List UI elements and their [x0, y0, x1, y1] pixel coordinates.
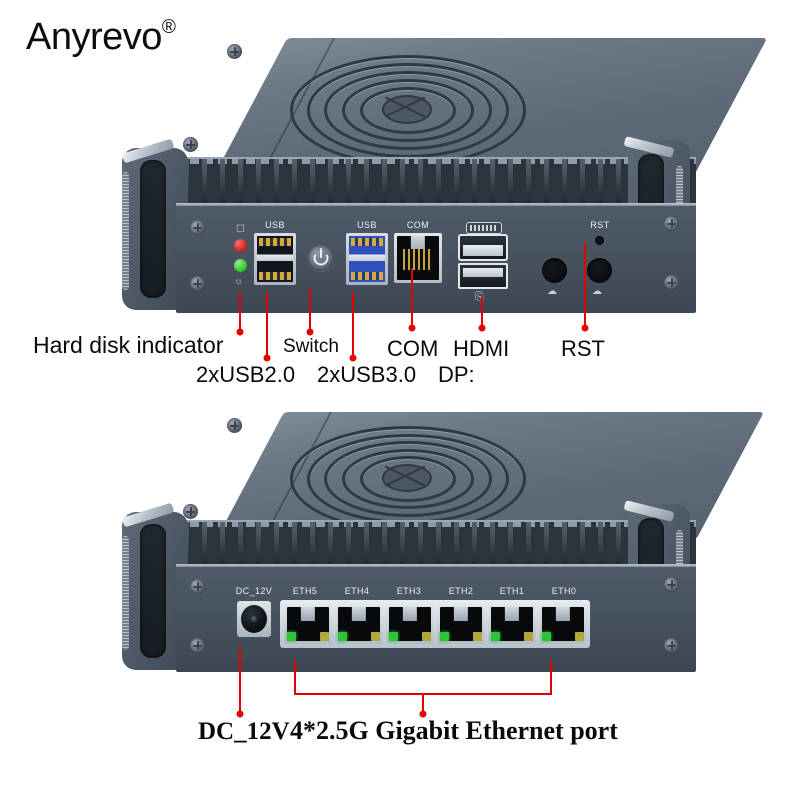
- screw-rear-bl: [190, 638, 205, 653]
- dc-power-jack: [237, 601, 271, 637]
- screw-face-tl: [190, 220, 205, 235]
- power-led: [234, 259, 247, 272]
- usb30-port-stack: [346, 233, 388, 285]
- screw-rear-br: [664, 638, 679, 653]
- callout-label-rst: RST: [561, 336, 605, 361]
- ethernet-port-bank: [280, 600, 590, 648]
- fan-grille: [290, 55, 526, 166]
- usb20-port-stack: [254, 233, 296, 285]
- heatsink-fins-rear: [176, 520, 696, 570]
- callout-label-hdmi: HDMI: [453, 336, 510, 361]
- wifi-antenna-hole-right: [587, 258, 612, 283]
- silk-label-eth0: ETH0: [551, 586, 577, 596]
- callout-label-usb30: 2xUSB3.0: [317, 362, 417, 387]
- callout-label-ethernet: 4*2.5G Gigabit Ethernet port: [290, 716, 618, 745]
- ethernet-port-eth0: [539, 604, 587, 644]
- knurl-left-rear: [122, 536, 129, 650]
- hdd-icon: ☐: [236, 224, 245, 235]
- left-side-vent: [140, 160, 166, 298]
- silk-label-eth2: ETH2: [448, 586, 474, 596]
- callout-line-switch: [309, 288, 311, 334]
- callout-label-com: COM: [387, 336, 439, 361]
- hdmi-port: [458, 234, 508, 261]
- callout-line-usb20: [266, 292, 268, 360]
- knurl-left: [122, 172, 129, 290]
- device-rear-view: DC_12V ETH5 ETH4 ETH3 ETH2 ETH1 ETH0: [100, 400, 765, 690]
- reset-pinhole[interactable]: [595, 236, 604, 245]
- silk-label-com: COM: [406, 220, 430, 230]
- callout-line-com: [411, 268, 413, 330]
- displayport-port: [458, 263, 508, 289]
- rear-face-plate: DC_12V ETH5 ETH4 ETH3 ETH2 ETH1 ETH0: [176, 564, 696, 672]
- ethernet-port-eth2: [437, 604, 485, 644]
- power-button[interactable]: [308, 245, 334, 271]
- front-face-plate: ☐ ☼ USB USB COM: [176, 203, 696, 313]
- callout-label-dp: DP:: [438, 362, 475, 387]
- callout-line-rst: [584, 243, 586, 331]
- bracket-center-stem: [422, 693, 424, 714]
- brand-logo: Anyrevo®: [26, 16, 176, 59]
- ethernet-port-eth4: [335, 604, 383, 644]
- wifi-antenna-hole-left: [542, 258, 567, 283]
- left-side-vent-rear: [140, 524, 166, 658]
- heatsink-fins: [176, 157, 696, 209]
- ethernet-port-eth1: [488, 604, 536, 644]
- callout-label-dc-12v: DC_12V: [198, 718, 290, 745]
- silk-label-usb30: USB: [357, 220, 377, 230]
- silk-label-dc: DC_12V: [235, 586, 273, 596]
- silk-label-eth1: ETH1: [499, 586, 525, 596]
- callout-label-usb20: 2xUSB2.0: [196, 362, 296, 387]
- callout-line-usb30: [352, 292, 354, 360]
- screw-lid-top-rear: [227, 418, 242, 433]
- brand-name: Anyrevo: [26, 16, 162, 58]
- ethernet-port-eth3: [386, 604, 434, 644]
- registered-mark: ®: [161, 17, 176, 39]
- callout-label-hard-disk-indicator: Hard disk indicator: [33, 332, 224, 358]
- silk-label-eth4: ETH4: [344, 586, 370, 596]
- silk-label-rst: RST: [590, 220, 610, 230]
- callout-line-hdd: [239, 292, 241, 334]
- bracket-left-stem: [294, 660, 296, 694]
- hdmi-icon: [466, 222, 502, 234]
- brightness-icon: ☼: [234, 276, 244, 287]
- screw-lid-bottom: [183, 137, 198, 152]
- screw-face-tr: [664, 216, 679, 231]
- screw-rear-tl: [190, 579, 205, 594]
- silk-label-usb20: USB: [265, 220, 285, 230]
- callout-dot-ethernet: [419, 710, 427, 718]
- fan-grille-rear: [290, 426, 526, 532]
- wifi-icon-left: ☁: [547, 286, 557, 297]
- screw-lid-top: [227, 44, 242, 59]
- silk-label-eth3: ETH3: [396, 586, 422, 596]
- callout-line-dc12v: [239, 646, 241, 716]
- screw-face-bl: [190, 276, 205, 291]
- wifi-icon-right: ☁: [592, 286, 602, 297]
- device-front-view: ☐ ☼ USB USB COM: [100, 20, 768, 330]
- screw-rear-tr: [664, 577, 679, 592]
- callout-line-hdmi: [481, 296, 483, 330]
- dp-icon: ⎘: [475, 291, 484, 303]
- screw-face-br: [664, 275, 679, 290]
- ethernet-port-eth5: [284, 604, 332, 644]
- callout-label-switch: Switch: [283, 336, 339, 357]
- hdd-led: [234, 239, 247, 252]
- com-port: [394, 233, 442, 283]
- bracket-right-stem: [550, 660, 552, 694]
- screw-lid-bottom-rear: [183, 504, 198, 519]
- silk-label-eth5: ETH5: [292, 586, 318, 596]
